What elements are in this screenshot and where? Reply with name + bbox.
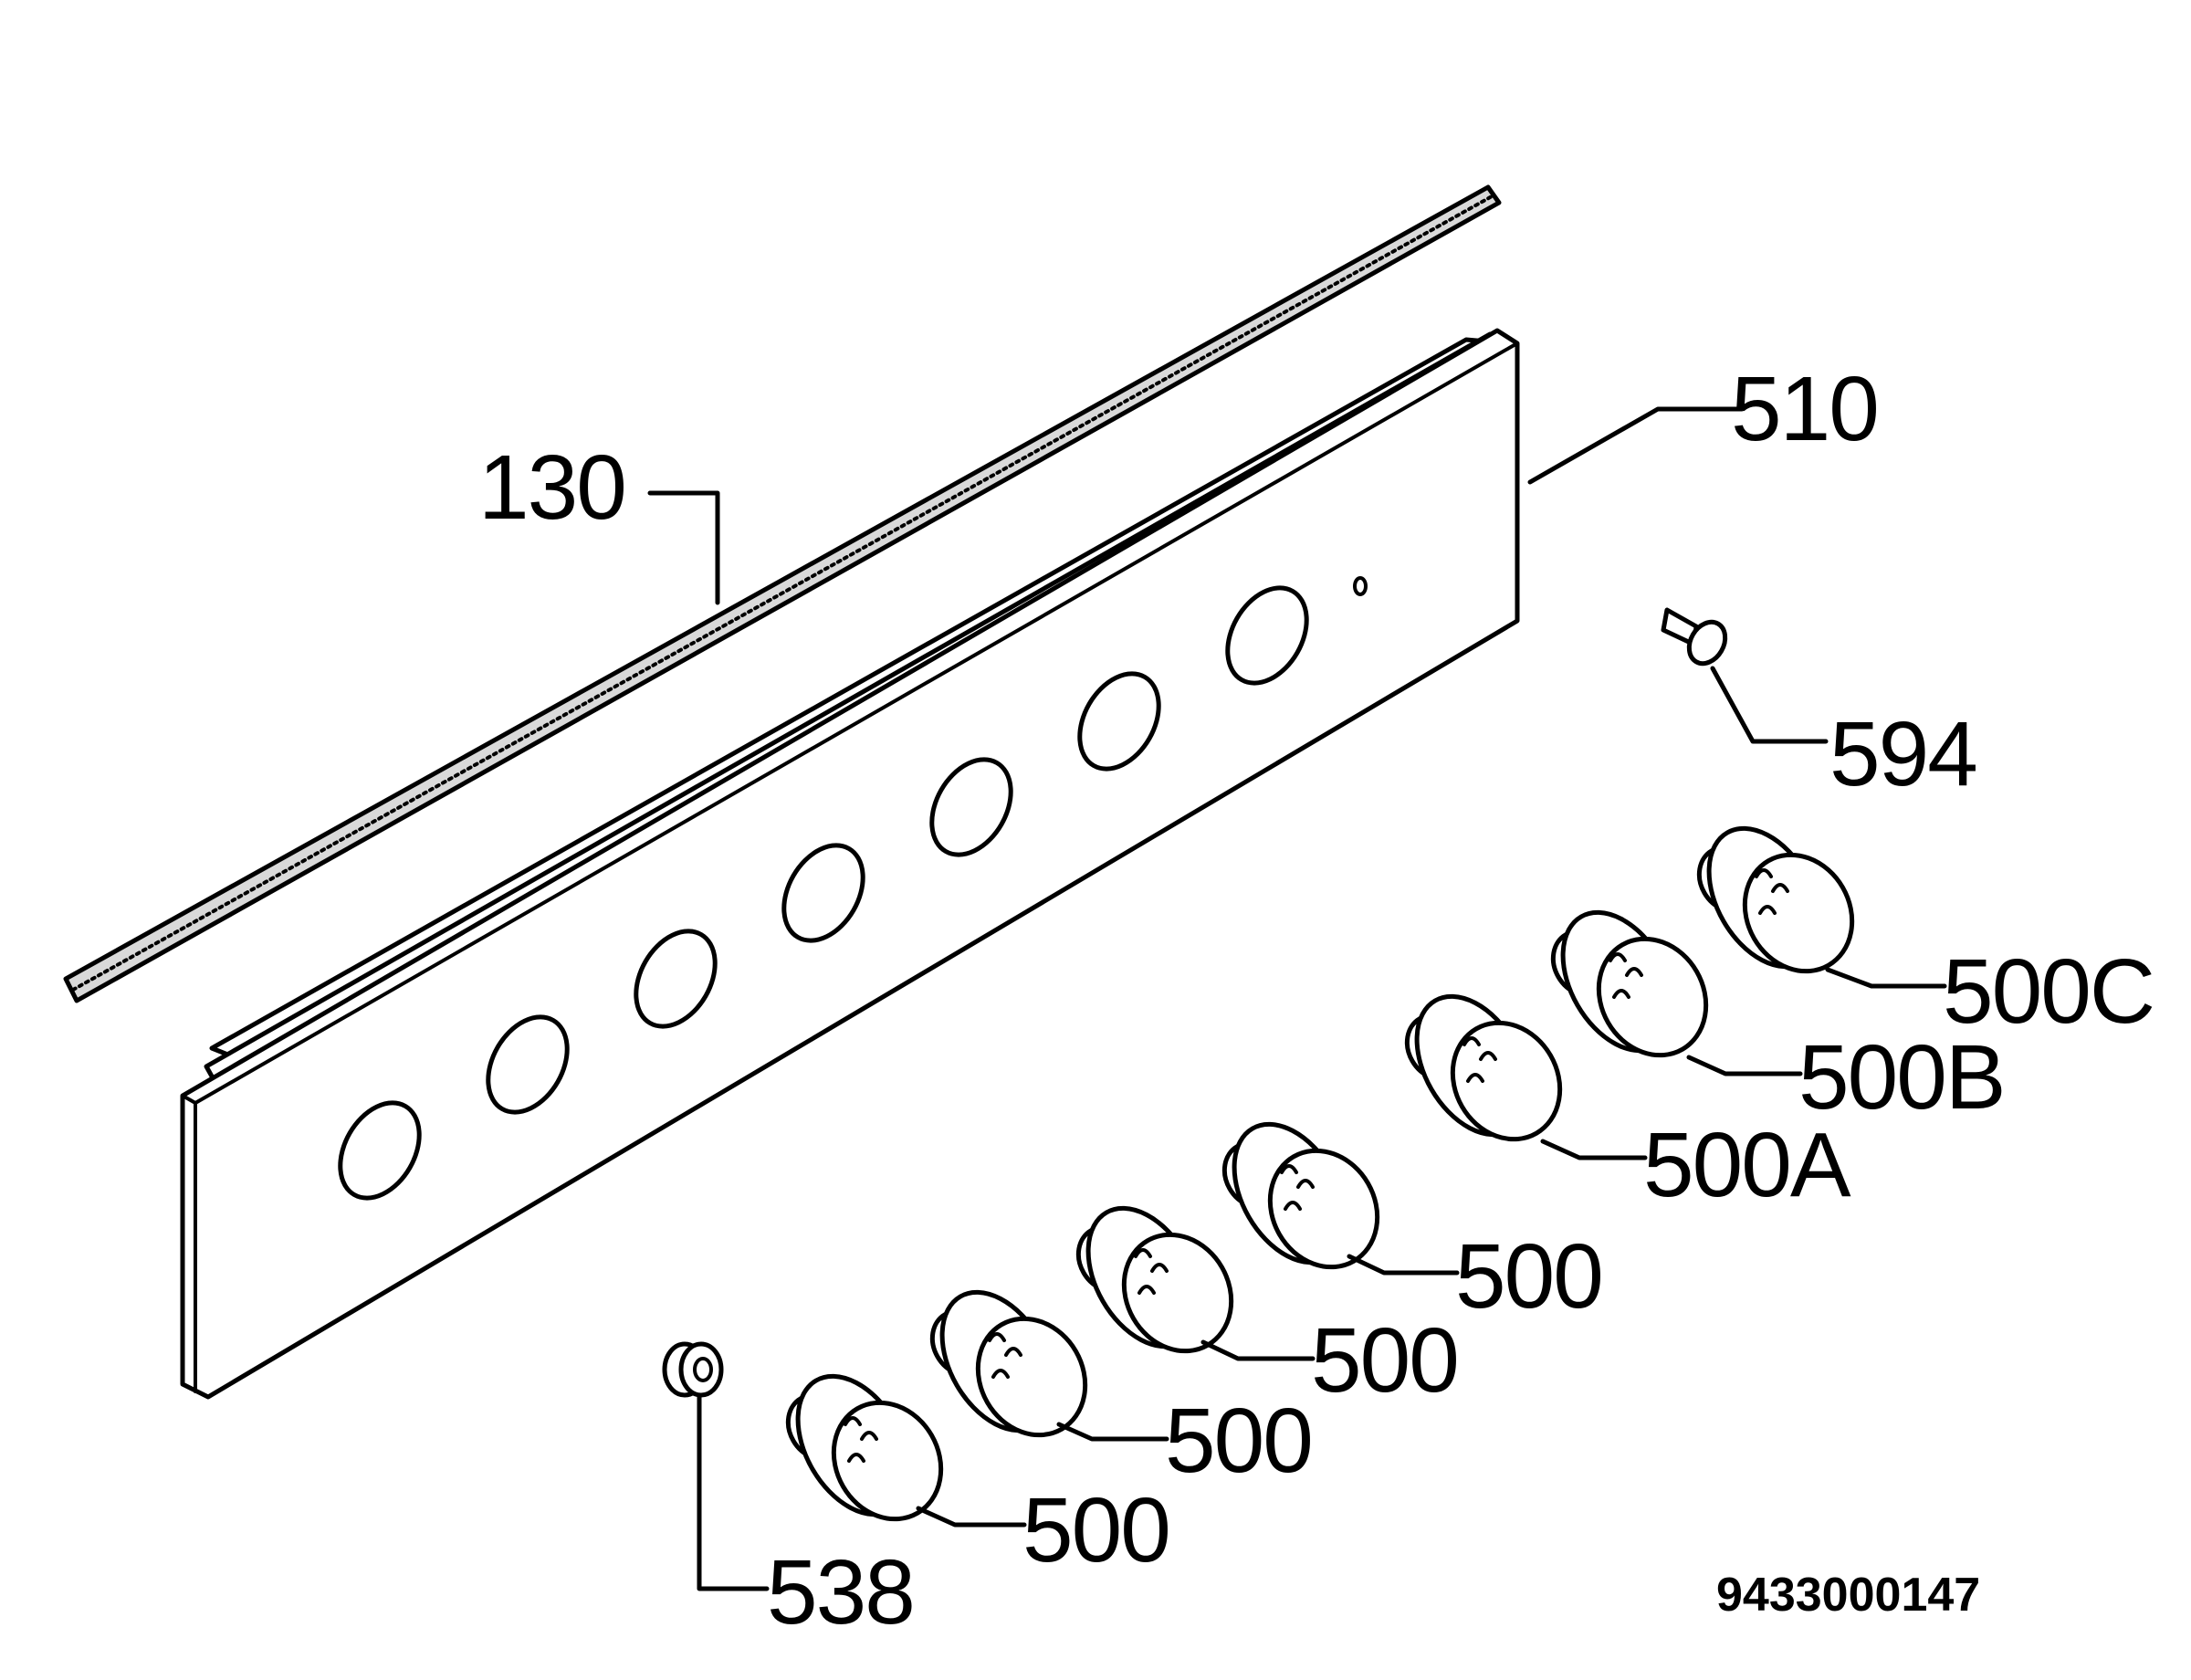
callout-500c: 500C <box>1943 940 2154 1043</box>
knob-500-3 <box>1075 1205 1234 1354</box>
callout-594: 594 <box>1829 703 1976 805</box>
pin-part <box>1661 607 1728 667</box>
leader-lines <box>647 406 1947 1591</box>
knob-500-2 <box>929 1289 1088 1438</box>
callout-500a: 500A <box>1643 1114 1851 1216</box>
knob-500-4 <box>1221 1121 1380 1270</box>
control-panel-part <box>180 328 1520 1400</box>
callout-538: 538 <box>767 1541 914 1643</box>
bush-part <box>662 1341 724 1398</box>
knob-500c <box>1696 825 1855 974</box>
callout-500-2: 500 <box>1311 1309 1458 1412</box>
callout-130: 130 <box>478 436 625 539</box>
document-number: 9433000147 <box>1716 1569 1980 1622</box>
knob-500b <box>1550 909 1709 1058</box>
knob-500a <box>1404 993 1563 1142</box>
trim-strip-part <box>63 184 1502 1003</box>
knob-500-1 <box>785 1373 944 1522</box>
callout-500-4: 500 <box>1022 1479 1169 1581</box>
callout-500-3: 500 <box>1165 1390 1312 1492</box>
callout-500b: 500B <box>1798 1026 2005 1129</box>
callout-510: 510 <box>1731 358 1878 460</box>
callout-500-1: 500 <box>1455 1225 1602 1328</box>
